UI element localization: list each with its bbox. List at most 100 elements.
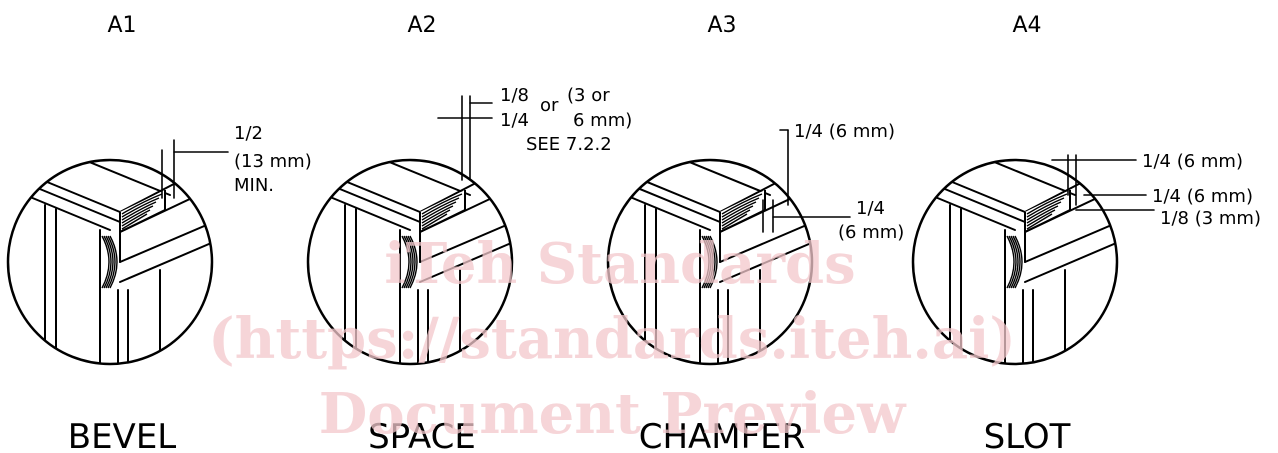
grain-ring — [1026, 209, 1056, 227]
side-rail-edge — [119, 234, 212, 283]
grain-ring — [105, 235, 114, 289]
post-grain — [701, 235, 718, 289]
dimension-label: 1/4 (6 mm) — [1152, 186, 1253, 207]
detail-2 — [306, 118, 514, 366]
dimension-label: 1/2 — [234, 123, 263, 144]
grain-ring — [107, 235, 116, 289]
top-rail-edge — [719, 160, 812, 213]
detail-caption: SLOT — [984, 417, 1071, 453]
grain-ring — [721, 197, 760, 218]
dimension-label: 1/4 (6 mm) — [794, 121, 895, 142]
grain-ring — [721, 205, 754, 224]
dimension-label: 1/4 — [500, 110, 529, 131]
grain-ring — [709, 235, 718, 289]
side-rail-edge — [1024, 234, 1117, 283]
grain-ring — [421, 205, 454, 224]
grain-ring — [1026, 201, 1062, 221]
detail-code: A4 — [1012, 13, 1041, 38]
detail-1 — [6, 118, 214, 366]
dimension-label: SEE 7.2.2 — [526, 134, 612, 155]
detail-code: A2 — [407, 13, 436, 38]
top-rail-edge — [60, 118, 110, 150]
grain-ring — [1008, 235, 1017, 289]
top-rail-edge — [659, 160, 771, 196]
grain-ring — [1012, 235, 1021, 289]
top-rail-edge — [410, 118, 470, 145]
grain-ring — [421, 197, 460, 218]
grain-ring — [109, 235, 118, 289]
grain-ring — [1026, 197, 1065, 218]
grain-ring — [1010, 235, 1019, 289]
grain-ring — [121, 213, 148, 230]
frame-edge — [317, 191, 411, 231]
top-rail-edge — [660, 118, 710, 150]
end-grain — [419, 190, 466, 233]
frame-edge — [617, 179, 721, 223]
top-rail-edge — [964, 160, 1076, 196]
frame-edge — [17, 169, 121, 213]
dimension-label: or — [540, 95, 559, 116]
frame-edge — [317, 179, 421, 223]
grain-ring — [121, 201, 157, 221]
detail-code: A1 — [107, 13, 136, 38]
dimension-label: (3 or — [567, 85, 610, 106]
grain-ring — [403, 235, 412, 289]
grain-ring — [1026, 193, 1068, 215]
detail-caption: BEVEL — [68, 417, 177, 453]
detail-4 — [911, 118, 1119, 366]
dimension-label: 1/8 — [500, 85, 529, 106]
detail-circle — [911, 158, 1119, 366]
grain-ring — [721, 193, 763, 215]
detail-circle — [606, 158, 814, 366]
detail-circle — [6, 158, 214, 366]
frame-edge — [617, 169, 721, 213]
grain-ring — [701, 235, 710, 289]
grain-ring — [1006, 235, 1015, 289]
grain-ring — [705, 235, 714, 289]
grain-ring — [121, 193, 163, 215]
frame-edge — [317, 169, 421, 213]
grain-ring — [121, 209, 151, 227]
top-rail-edge — [360, 118, 410, 150]
grain-ring — [401, 235, 410, 289]
watermark-line: (https://standards.iteh.ai) — [208, 306, 1016, 372]
grain-ring — [421, 193, 463, 215]
grain-ring — [421, 213, 448, 230]
top-rail-edge — [110, 118, 170, 145]
end-grain — [119, 190, 166, 233]
dimension-label: 1/8 (3 mm) — [1160, 208, 1261, 229]
grain-ring — [405, 235, 414, 289]
dimension-label: MIN. — [234, 175, 274, 196]
watermark-line: Document Preview — [319, 381, 907, 447]
detail-circle — [306, 158, 514, 366]
grain-ring — [421, 209, 451, 227]
detail-caption: SPACE — [368, 417, 476, 453]
frame-edge — [17, 191, 111, 231]
grain-ring — [1026, 205, 1059, 224]
grain-ring — [121, 205, 154, 224]
grain-ring — [121, 197, 160, 218]
post-grain — [401, 235, 418, 289]
frame-edge — [617, 191, 711, 231]
grain-ring — [721, 209, 751, 227]
grain-ring — [1026, 213, 1053, 230]
detail-code: A3 — [707, 13, 736, 38]
detail-caption: CHAMFER — [639, 417, 806, 453]
top-rail-edge — [359, 160, 471, 196]
frame-edge — [922, 169, 1026, 213]
grain-ring — [409, 235, 418, 289]
top-rail-edge — [1015, 118, 1075, 145]
post-grain — [1006, 235, 1023, 289]
grain-ring — [101, 235, 110, 289]
frame-edge — [17, 179, 121, 223]
post-grain — [101, 235, 118, 289]
frame-edge — [922, 179, 1026, 223]
grain-ring — [1014, 235, 1023, 289]
grain-ring — [721, 201, 757, 221]
watermark: iTeh Standards (https://standards.iteh.ai… — [208, 231, 1016, 447]
watermark-line: iTeh Standards — [384, 231, 855, 297]
dimension-label: 6 mm) — [573, 110, 632, 131]
dimension-label: 1/4 (6 mm) — [1142, 151, 1243, 172]
frame-edge — [922, 191, 1016, 231]
